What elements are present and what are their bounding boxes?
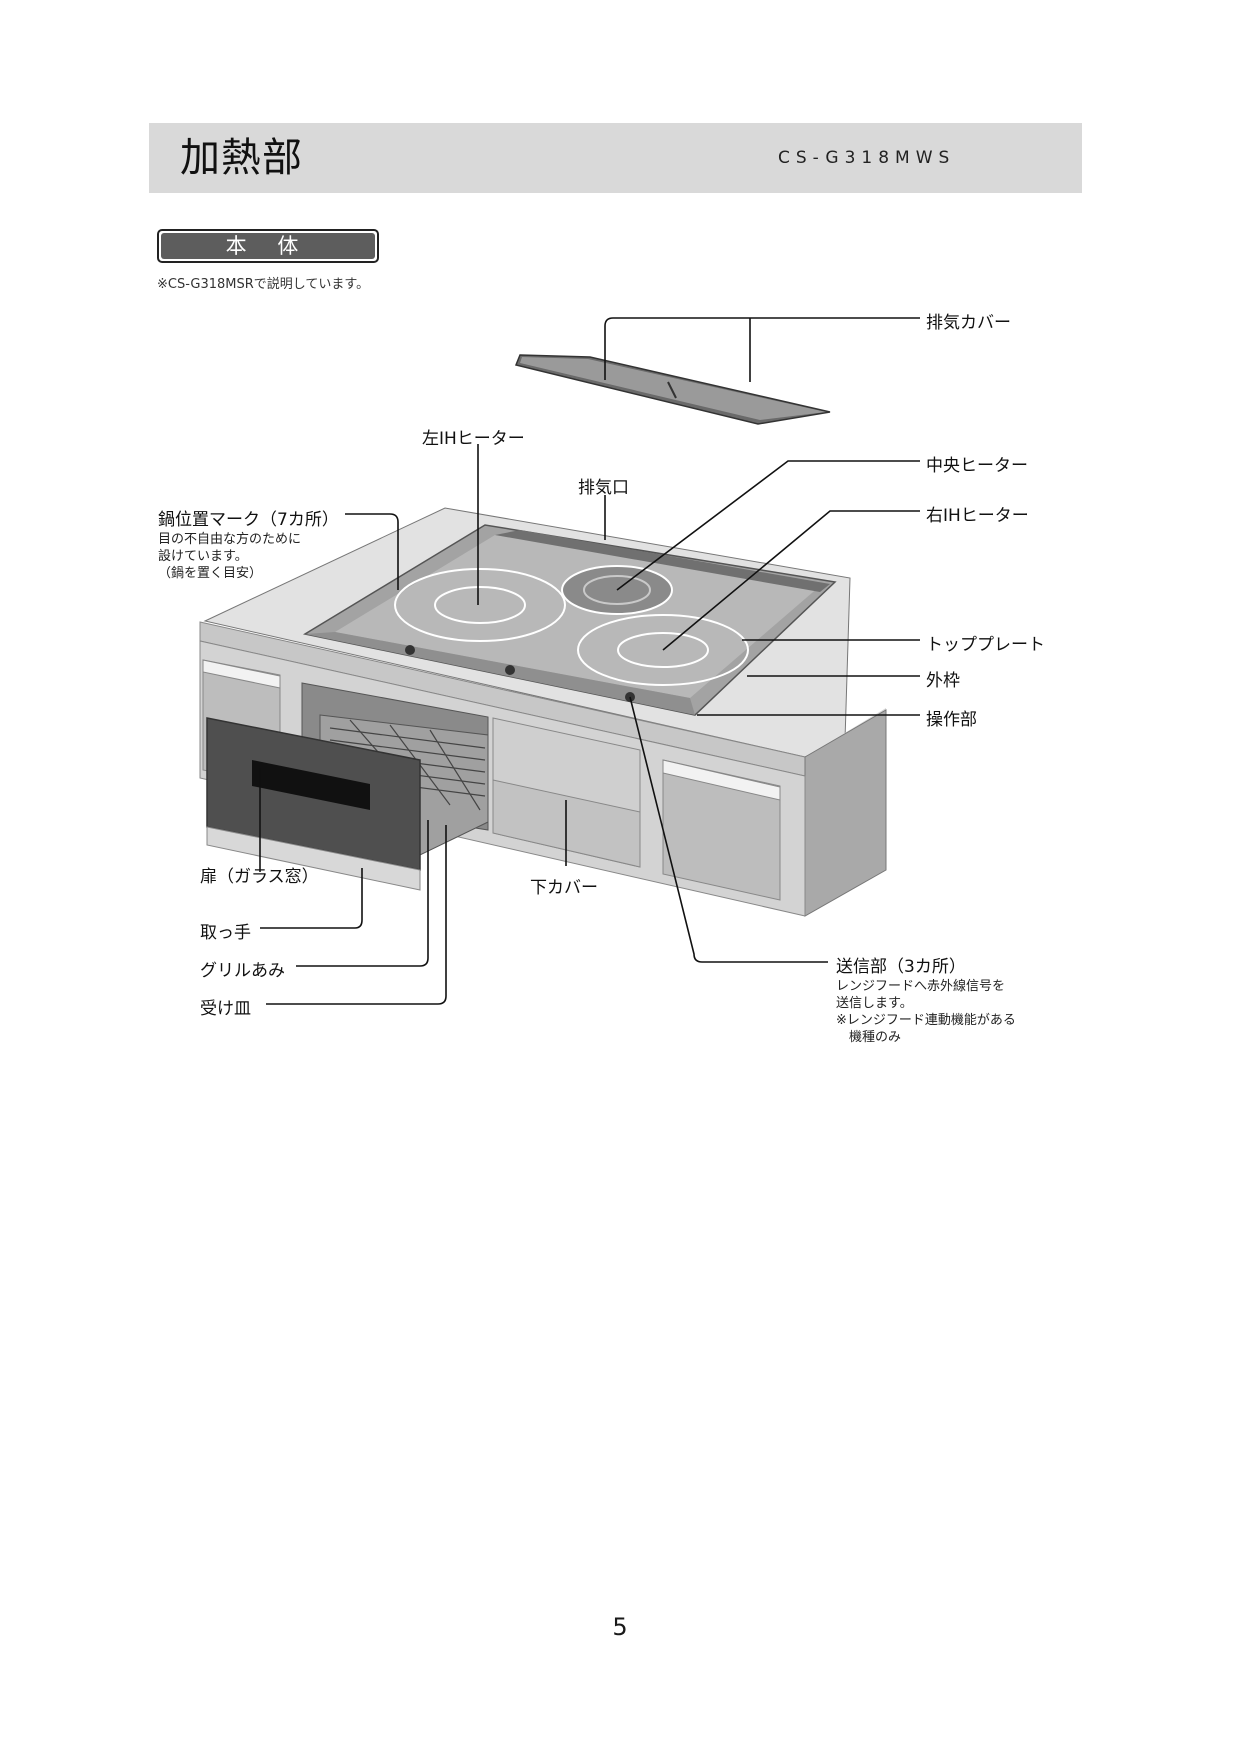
callout-exhaust-port: 排気口	[578, 478, 629, 498]
callout-lower-cover: 下カバー	[530, 878, 598, 898]
model-note: ※CS-G318MSRで説明しています。	[157, 277, 370, 292]
callout-left-ih-heater: 左IHヒーター	[422, 429, 525, 449]
top-plate-illustration	[302, 524, 837, 716]
callout-right-ih-heater: 右IHヒーター	[926, 506, 1029, 526]
callout-outer-frame: 外枠	[926, 671, 960, 691]
callout-center-heater: 中央ヒーター	[926, 456, 1028, 476]
callout-handle: 取っ手	[200, 923, 251, 943]
callout-door-glass: 扉（ガラス窓）	[200, 867, 319, 887]
transmitter-note-line-4: 機種のみ	[836, 1030, 902, 1045]
callout-grill-net: グリルあみ	[200, 961, 285, 981]
callout-drip-tray: 受け皿	[200, 999, 251, 1019]
exhaust-cover-illustration	[514, 354, 831, 425]
transmitter-note-line-3: ※レンジフード連動機能がある	[836, 1013, 1016, 1028]
header-bar	[149, 123, 1082, 193]
pot-position-note-line-3: （鍋を置く目安）	[158, 566, 263, 581]
callout-top-plate: トッププレート	[926, 635, 1045, 655]
pot-position-note-line-1: 目の不自由な方のために	[158, 532, 302, 547]
section-badge: 本 体	[157, 229, 379, 263]
page-number: 5	[612, 1613, 628, 1641]
callout-control-panel: 操作部	[926, 710, 977, 730]
pot-position-note-line-2: 設けています。	[158, 549, 248, 564]
transmitter-note-line-2: 送信します。	[836, 996, 913, 1011]
page-title: 加熱部	[180, 135, 303, 181]
leader-lines	[259, 317, 920, 1005]
callout-transmitter: 送信部（3カ所）	[836, 957, 966, 977]
model-number: CS-G318MWS	[778, 148, 956, 168]
callout-exhaust-cover: 排気カバー	[926, 313, 1011, 333]
section-badge-label: 本 体	[161, 233, 375, 259]
transmitter-note-line-1: レンジフードへ赤外線信号を	[836, 979, 1006, 994]
callout-pot-position-mark: 鍋位置マーク（7カ所）	[158, 510, 339, 530]
